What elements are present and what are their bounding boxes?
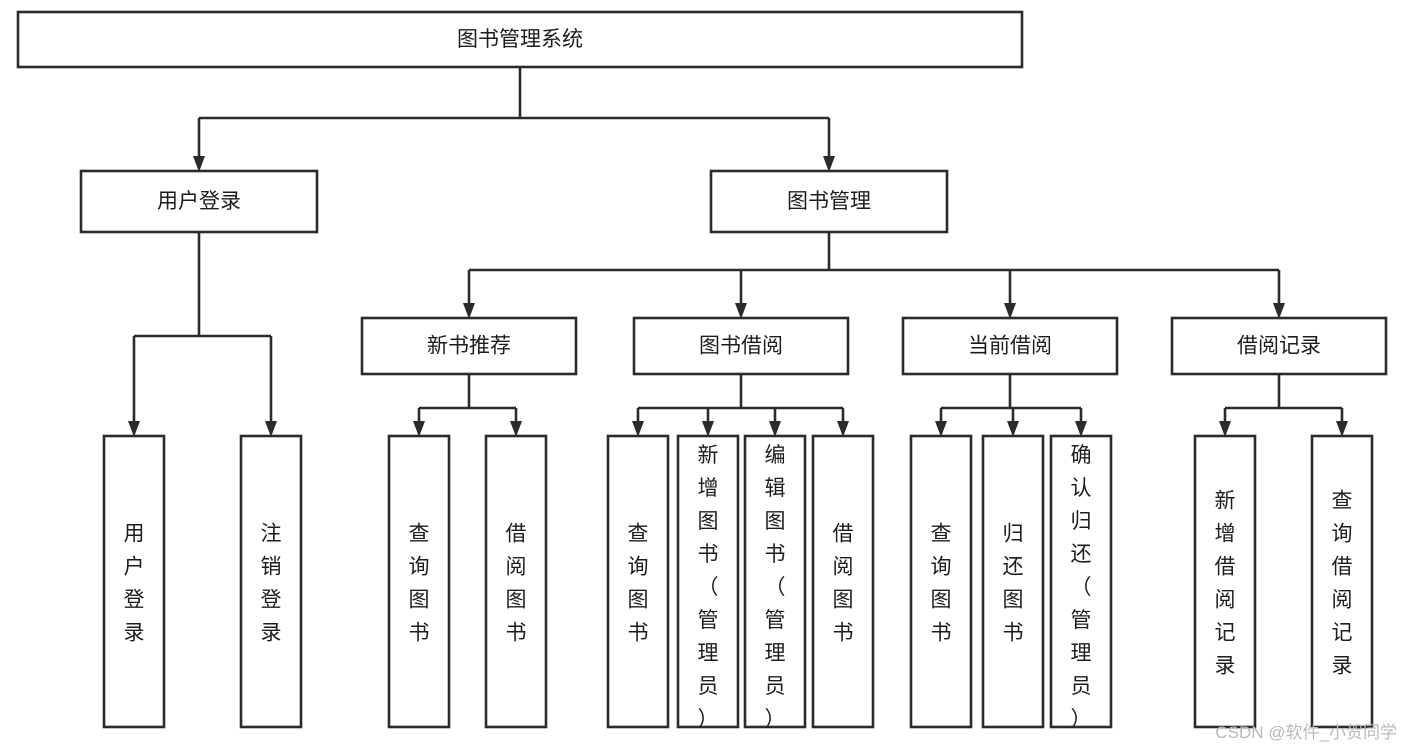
node-box-book-manage [709, 169, 949, 234]
node-borrow-record[interactable]: 借阅记录 [1170, 316, 1388, 376]
arrow-head-book-borrow [735, 303, 747, 319]
node-label-leaf-user-login: 用户登录 [124, 522, 145, 644]
node-leaf-return-book[interactable]: 归还图书 [981, 434, 1045, 729]
node-leaf-query-book-1[interactable]: 查询图书 [387, 434, 451, 729]
node-leaf-borrow-book-2[interactable]: 借阅图书 [811, 434, 875, 729]
arrow-head-book-manage [823, 156, 835, 172]
csdn-watermark: CSDN @软件_小贺同学 [1215, 723, 1397, 742]
node-leaf-confirm-return[interactable]: 确认归还（管理员） [1049, 434, 1113, 731]
arrow-head-leaf-logout [265, 421, 277, 437]
node-label-leaf-confirm-return: 确认归还（管理员） [1071, 444, 1092, 731]
node-leaf-edit-book[interactable]: 编辑图书（管理员） [743, 434, 807, 731]
node-label-leaf-query-book-3: 查询图书 [931, 522, 952, 644]
node-label-leaf-add-record: 新增借阅记录 [1215, 489, 1236, 677]
node-box-current-borrow [901, 316, 1119, 376]
node-label-leaf-borrow-book-1: 借阅图书 [506, 522, 527, 644]
node-box-leaf-add-record [1193, 434, 1257, 729]
node-box-leaf-query-book-2 [606, 434, 670, 729]
node-box-leaf-add-book [676, 434, 740, 729]
arrow-head-user-login [193, 156, 205, 172]
node-box-leaf-confirm-return [1049, 434, 1113, 729]
node-leaf-query-book-3[interactable]: 查询图书 [909, 434, 973, 729]
node-box-root [16, 10, 1024, 69]
node-root[interactable]: 图书管理系统 [16, 10, 1024, 69]
arrow-head-leaf-add-book [702, 421, 714, 437]
node-leaf-logout[interactable]: 注销登录 [239, 434, 303, 729]
arrow-head-leaf-return-book [1007, 421, 1019, 437]
arrow-head-leaf-confirm-return [1075, 421, 1087, 437]
node-box-new-book-rec [360, 316, 578, 376]
arrow-head-leaf-query-book-3 [935, 421, 947, 437]
node-box-leaf-logout [239, 434, 303, 729]
node-label-root: 图书管理系统 [457, 28, 583, 51]
node-box-borrow-record [1170, 316, 1388, 376]
node-label-user-login: 用户登录 [157, 190, 241, 213]
node-new-book-rec[interactable]: 新书推荐 [360, 316, 578, 376]
arrow-head-leaf-borrow-book-1 [510, 421, 522, 437]
node-label-book-borrow: 图书借阅 [699, 335, 783, 358]
node-label-current-borrow: 当前借阅 [968, 335, 1052, 358]
node-box-leaf-return-book [981, 434, 1045, 729]
node-label-leaf-query-record: 查询借阅记录 [1332, 489, 1353, 677]
node-box-leaf-query-book-1 [387, 434, 451, 729]
node-label-leaf-add-book: 新增图书（管理员） [698, 444, 719, 731]
node-label-leaf-query-book-1: 查询图书 [409, 522, 430, 644]
node-book-manage[interactable]: 图书管理 [709, 169, 949, 234]
node-leaf-user-login[interactable]: 用户登录 [102, 434, 166, 729]
node-current-borrow[interactable]: 当前借阅 [901, 316, 1119, 376]
arrow-head-new-book-rec [463, 303, 475, 319]
node-leaf-borrow-book-1[interactable]: 借阅图书 [484, 434, 548, 729]
arrow-head-leaf-borrow-book-2 [837, 421, 849, 437]
node-label-new-book-rec: 新书推荐 [427, 335, 511, 358]
node-leaf-query-record[interactable]: 查询借阅记录 [1310, 434, 1374, 729]
node-box-user-login [79, 169, 319, 234]
node-leaf-add-record[interactable]: 新增借阅记录 [1193, 434, 1257, 729]
arrow-head-leaf-add-record [1219, 421, 1231, 437]
node-label-leaf-edit-book: 编辑图书（管理员） [765, 444, 786, 731]
node-box-leaf-user-login [102, 434, 166, 729]
edge-layer [128, 67, 1348, 437]
node-leaf-query-book-2[interactable]: 查询图书 [606, 434, 670, 729]
node-box-leaf-borrow-book-1 [484, 434, 548, 729]
node-layer: 图书管理系统用户登录图书管理新书推荐图书借阅当前借阅借阅记录用户登录注销登录查询… [16, 10, 1388, 731]
node-box-leaf-query-book-3 [909, 434, 973, 729]
node-label-leaf-return-book: 归还图书 [1003, 522, 1024, 644]
node-box-leaf-borrow-book-2 [811, 434, 875, 729]
arrow-head-current-borrow [1004, 303, 1016, 319]
node-label-leaf-borrow-book-2: 借阅图书 [833, 522, 854, 644]
node-box-book-borrow [632, 316, 850, 376]
arrow-head-leaf-query-book-1 [413, 421, 425, 437]
node-box-leaf-query-record [1310, 434, 1374, 729]
node-label-book-manage: 图书管理 [787, 190, 871, 213]
node-label-leaf-query-book-2: 查询图书 [628, 522, 649, 644]
arrow-head-leaf-query-record [1336, 421, 1348, 437]
arrow-head-leaf-edit-book [769, 421, 781, 437]
arrow-head-leaf-user-login [128, 421, 140, 437]
node-leaf-add-book[interactable]: 新增图书（管理员） [676, 434, 740, 731]
node-book-borrow[interactable]: 图书借阅 [632, 316, 850, 376]
node-label-leaf-logout: 注销登录 [261, 522, 282, 644]
node-box-leaf-edit-book [743, 434, 807, 729]
arrow-head-borrow-record [1273, 303, 1285, 319]
arrow-head-leaf-query-book-2 [632, 421, 644, 437]
node-label-borrow-record: 借阅记录 [1237, 335, 1321, 358]
node-user-login[interactable]: 用户登录 [79, 169, 319, 234]
